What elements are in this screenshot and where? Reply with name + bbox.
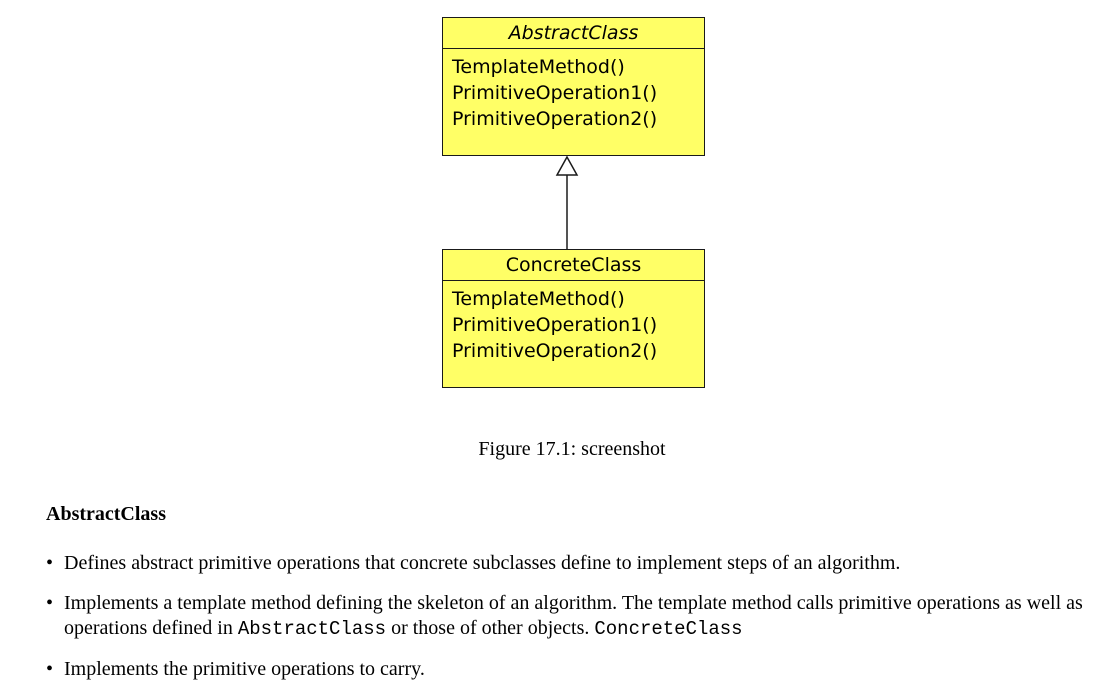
figure-caption: Figure 17.1: screenshot [478, 438, 666, 460]
abstract-op-template-method: TemplateMethod() [452, 56, 625, 78]
bullet-icon: • [46, 552, 54, 574]
abstract-op-primitive-1: PrimitiveOperation1() [452, 82, 658, 104]
concrete-class-box: ConcreteClass TemplateMethod() Primitive… [442, 249, 705, 388]
concrete-class-operations: TemplateMethod() PrimitiveOperation1() P… [443, 281, 704, 364]
bullet-text-middle: or those of other objects. [386, 617, 595, 639]
concrete-class-name: ConcreteClass [443, 250, 704, 281]
abstract-class-operations: TemplateMethod() PrimitiveOperation1() P… [443, 49, 704, 132]
abstract-op-primitive-2: PrimitiveOperation2() [452, 108, 658, 130]
bullet-icon: • [46, 592, 54, 614]
list-item: • Implements the primitive operations to… [46, 657, 1106, 682]
bullet-text: Implements a template method defining th… [64, 592, 1083, 639]
bullet-icon: • [46, 658, 54, 680]
section-heading: AbstractClass [46, 503, 166, 525]
code-abstract-class: AbstractClass [237, 618, 387, 640]
concrete-op-template-method: TemplateMethod() [452, 288, 625, 310]
code-concrete-class: ConcreteClass [594, 618, 743, 640]
inheritance-arrowhead-icon [555, 155, 579, 176]
concrete-op-primitive-1: PrimitiveOperation1() [452, 314, 658, 336]
inheritance-arrow [555, 155, 579, 249]
abstract-class-name: AbstractClass [443, 18, 704, 49]
list-item: • Defines abstract primitive operations … [46, 551, 1106, 576]
concrete-op-primitive-2: PrimitiveOperation2() [452, 340, 658, 362]
list-item: • Implements a template method defining … [46, 591, 1106, 642]
bullet-text: Defines abstract primitive operations th… [64, 552, 901, 574]
bullet-list: • Defines abstract primitive operations … [46, 551, 1106, 697]
abstract-class-box: AbstractClass TemplateMethod() Primitive… [442, 17, 705, 156]
bullet-text: Implements the primitive operations to c… [64, 658, 425, 680]
